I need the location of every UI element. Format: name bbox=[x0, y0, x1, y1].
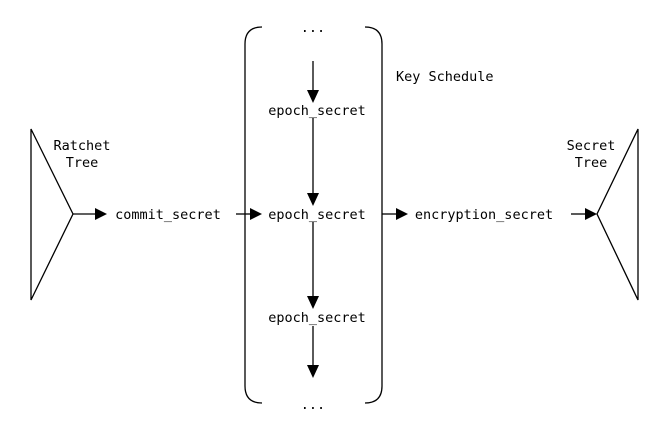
epoch-secret-mid: epoch_secret bbox=[268, 207, 366, 223]
encryption-secret-label: encryption_secret bbox=[415, 207, 553, 223]
key-schedule-label: Key Schedule bbox=[396, 69, 494, 85]
epoch-secret-top: epoch_secret bbox=[268, 103, 366, 119]
ellipsis-top: ... bbox=[301, 20, 325, 36]
arrow-encryption-to-secret-tree bbox=[571, 208, 597, 220]
ratchet-tree: Ratchet Tree bbox=[30, 128, 111, 301]
secret-tree: Secret Tree bbox=[567, 128, 639, 301]
left-bracket bbox=[244, 26, 263, 404]
arrow-epoch-mid-to-epoch-bottom bbox=[307, 222, 319, 309]
ratchet-tree-triangle-shape bbox=[30, 128, 74, 301]
secret-tree-label-line2: Tree bbox=[575, 155, 608, 171]
ratchet-tree-label-line2: Tree bbox=[66, 155, 99, 171]
epoch-secret-bottom: epoch_secret bbox=[268, 310, 366, 326]
commit-secret-label: commit_secret bbox=[115, 207, 221, 223]
secret-tree-label-line1: Secret bbox=[567, 138, 616, 154]
right-bracket bbox=[364, 26, 383, 404]
arrow-epoch-to-encryption bbox=[382, 208, 408, 220]
ratchet-tree-label-line1: Ratchet bbox=[54, 138, 111, 154]
arrow-commit-to-epoch bbox=[236, 208, 262, 220]
key-schedule-bracket bbox=[244, 26, 383, 404]
arrow-epoch-top-to-epoch-mid bbox=[307, 118, 319, 206]
arrow-epoch-bottom-to-ellipsis bbox=[307, 326, 319, 378]
secret-tree-triangle-shape bbox=[596, 128, 639, 301]
arrow-ellipsis-to-epoch-top bbox=[307, 61, 319, 103]
arrow-ratchet-to-commit bbox=[73, 208, 107, 220]
ellipsis-bottom: ... bbox=[301, 397, 325, 413]
